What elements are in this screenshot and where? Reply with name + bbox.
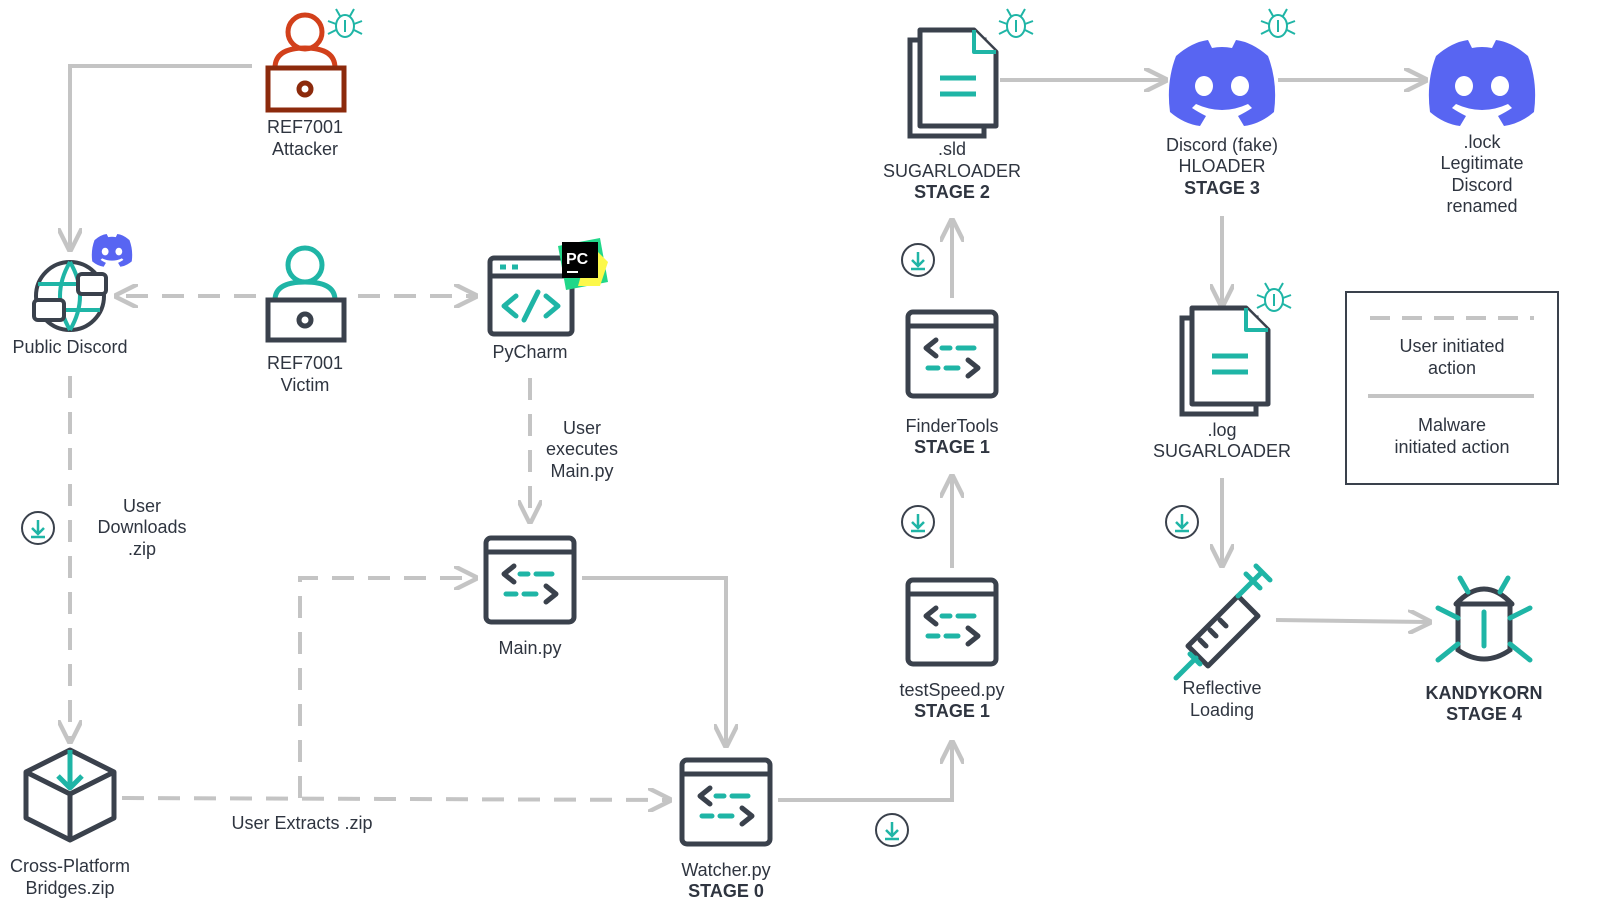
code-window-icon [487, 255, 575, 337]
main-py-label: Main.py [498, 638, 561, 658]
sld-label-1: .sld [938, 139, 966, 159]
public-discord-label: Public Discord [12, 337, 127, 357]
download-icon [900, 242, 936, 278]
pycharm-logo-text: PC [566, 251, 589, 268]
victim-node: REF7001 Victim [265, 245, 347, 395]
victim-label-2: Victim [281, 375, 330, 395]
pycharm-logo-icon: PC [558, 238, 608, 290]
bug-large-icon [1435, 575, 1533, 663]
bridges-zip-label-1: Cross-Platform [10, 856, 130, 876]
download-icon [900, 504, 936, 540]
download-icon [874, 812, 910, 848]
watcher-label-1: Watcher.py [681, 860, 770, 880]
discord-fake-node: Discord (fake) HLOADER STAGE 3 [1166, 8, 1296, 198]
discord-fake-label-2: HLOADER [1178, 156, 1265, 176]
edge-label-user-extracts: User Extracts .zip [231, 813, 372, 833]
edge-zip-to-watcher [121, 798, 668, 800]
edge-label-line: Main.py [550, 461, 613, 481]
legend-user-initiated-1: User initiated [1399, 336, 1504, 356]
testspeed-label-2: STAGE 1 [914, 701, 990, 721]
bug-icon [1256, 282, 1292, 312]
attacker-node: REF7001 Attacker [265, 8, 363, 159]
watcher-node: Watcher.py STAGE 0 [681, 760, 770, 901]
script-icon [908, 580, 996, 664]
legend-malware-initiated-1: Malware [1418, 415, 1486, 435]
log-label-1: .log [1207, 420, 1236, 440]
script-icon [486, 538, 574, 622]
reflective-label-1: Reflective [1182, 678, 1261, 698]
testspeed-label-1: testSpeed.py [899, 680, 1004, 700]
kandykorn-label-2: STAGE 4 [1446, 704, 1522, 724]
victim-label-1: REF7001 [267, 353, 343, 373]
sld-label-2: SUGARLOADER [883, 161, 1021, 181]
bug-icon [327, 8, 363, 38]
discord-icon [1168, 40, 1276, 126]
pycharm-label: PyCharm [492, 342, 567, 362]
edge-label-user-downloads: User Downloads .zip [97, 496, 186, 559]
legend-malware-initiated-2: initiated action [1394, 437, 1509, 457]
legend-user-initiated-2: action [1428, 358, 1476, 378]
legend: User initiated action Malware initiated … [1345, 291, 1559, 485]
public-discord-node: Public Discord [12, 234, 133, 357]
lock-node: .lock Legitimate Discord renamed [1428, 40, 1536, 216]
download-icon [20, 510, 56, 546]
log-node: .log SUGARLOADER [1153, 282, 1292, 461]
edge-label-line: .zip [128, 539, 156, 559]
discord-fake-label-1: Discord (fake) [1166, 135, 1278, 155]
lock-label-4: renamed [1446, 196, 1517, 216]
watcher-label-2: STAGE 0 [688, 881, 764, 901]
syringe-icon [1173, 563, 1273, 681]
script-icon [682, 760, 770, 844]
edge-label-user-executes: User executes Main.py [546, 418, 618, 481]
document-icon [910, 30, 996, 136]
lock-label-3: Discord [1451, 175, 1512, 195]
findertools-label-1: FinderTools [905, 416, 998, 436]
discord-icon [1428, 40, 1536, 126]
edge-label-line: User [123, 496, 161, 516]
download-icon [1164, 504, 1200, 540]
testspeed-node: testSpeed.py STAGE 1 [899, 580, 1005, 721]
edge-label-line: User [563, 418, 601, 438]
pycharm-node: PC PyCharm [487, 238, 608, 362]
document-icon [1182, 308, 1268, 414]
attacker-label-2: Attacker [272, 139, 338, 159]
bridges-zip-node: Cross-Platform Bridges.zip [10, 747, 130, 898]
globe-chat-icon [32, 260, 108, 332]
edge-reflective-to-kandykorn [1275, 620, 1428, 622]
edge-label-line: Downloads [97, 517, 186, 537]
box-download-icon [23, 747, 117, 843]
edge-label-line: executes [546, 439, 618, 459]
attacker-icon [265, 12, 347, 113]
log-label-2: SUGARLOADER [1153, 441, 1291, 461]
lock-label-2: Legitimate [1440, 153, 1523, 173]
victim-icon [265, 245, 347, 343]
kandykorn-label-1: KANDYKORN [1426, 683, 1543, 703]
discord-fake-label-3: STAGE 3 [1184, 178, 1260, 198]
main-py-node: Main.py [486, 538, 574, 658]
findertools-node: FinderTools STAGE 1 [905, 312, 999, 457]
findertools-label-2: STAGE 1 [914, 437, 990, 457]
attacker-label-1: REF7001 [267, 117, 343, 137]
edge-watcher-to-testspeed [778, 744, 952, 802]
bug-icon [998, 8, 1034, 38]
script-icon [908, 312, 996, 396]
sld-label-3: STAGE 2 [914, 182, 990, 202]
reflective-node: Reflective Loading [1173, 563, 1273, 720]
connectors [70, 64, 1428, 802]
sld-node: .sld SUGARLOADER STAGE 2 [883, 8, 1034, 202]
kandykorn-node: KANDYKORN STAGE 4 [1426, 575, 1543, 724]
discord-icon [91, 234, 133, 267]
bridges-zip-label-2: Bridges.zip [25, 878, 114, 898]
edge-zip-to-main [298, 578, 474, 798]
reflective-label-2: Loading [1190, 700, 1254, 720]
lock-label-1: .lock [1463, 132, 1501, 152]
edge-main-to-watcher [582, 576, 726, 744]
bug-icon [1260, 8, 1296, 38]
edge-attacker-to-discord [70, 64, 252, 248]
